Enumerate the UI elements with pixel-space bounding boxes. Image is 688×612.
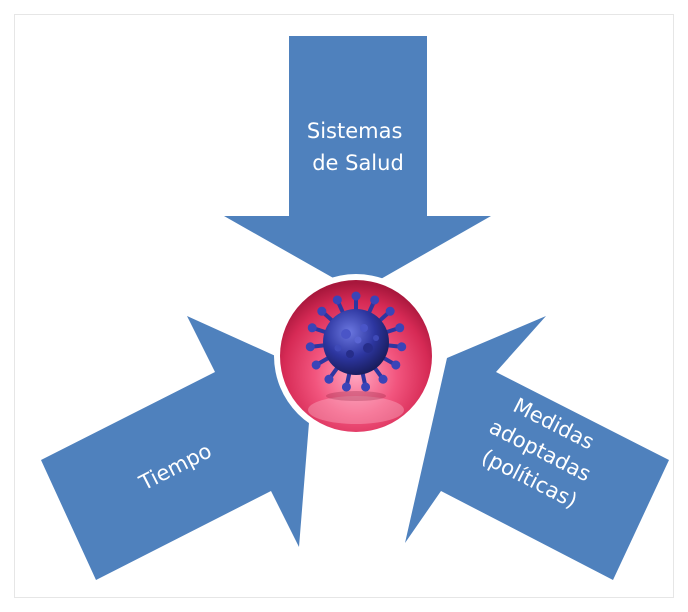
arrow-right: Medidas adoptadas (políticas) bbox=[405, 316, 669, 580]
virus-icon bbox=[303, 289, 409, 395]
arrow-top-shape bbox=[224, 36, 491, 292]
arrow-right-shape bbox=[405, 316, 669, 580]
arrow-left-shape bbox=[41, 316, 313, 580]
arrow-left: Tiempo bbox=[41, 316, 313, 580]
center-sphere bbox=[274, 274, 438, 438]
arrow-top-label-line-2: de Salud bbox=[312, 151, 404, 175]
arrow-top: Sistemas de Salud bbox=[224, 36, 491, 292]
frame-border bbox=[14, 14, 674, 598]
arrow-top-label: Sistemas de Salud bbox=[307, 119, 409, 175]
arrow-top-label-line-1: Sistemas bbox=[307, 119, 403, 143]
